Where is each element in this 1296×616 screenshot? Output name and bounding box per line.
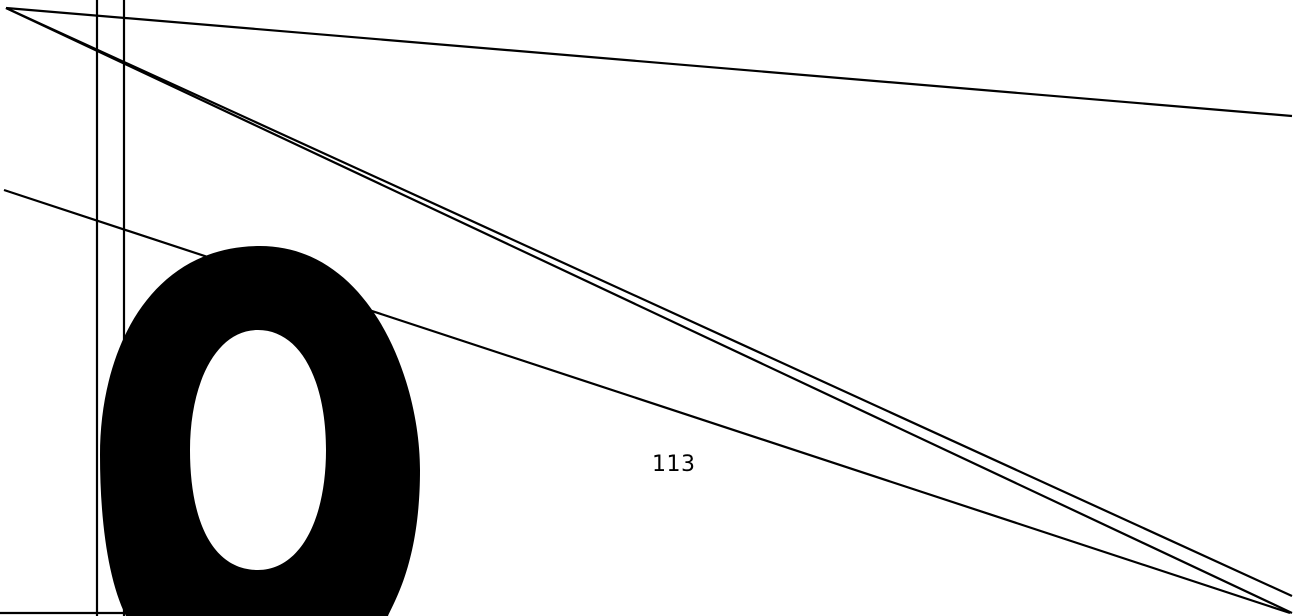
- diagonal-line-long-a: [5, 6, 1293, 598]
- large-zero-glyph: [100, 246, 420, 616]
- diagonal-line-long-b: [5, 7, 1293, 614]
- diagonal-line-top: [5, 6, 1293, 118]
- page-number: 113: [652, 452, 696, 477]
